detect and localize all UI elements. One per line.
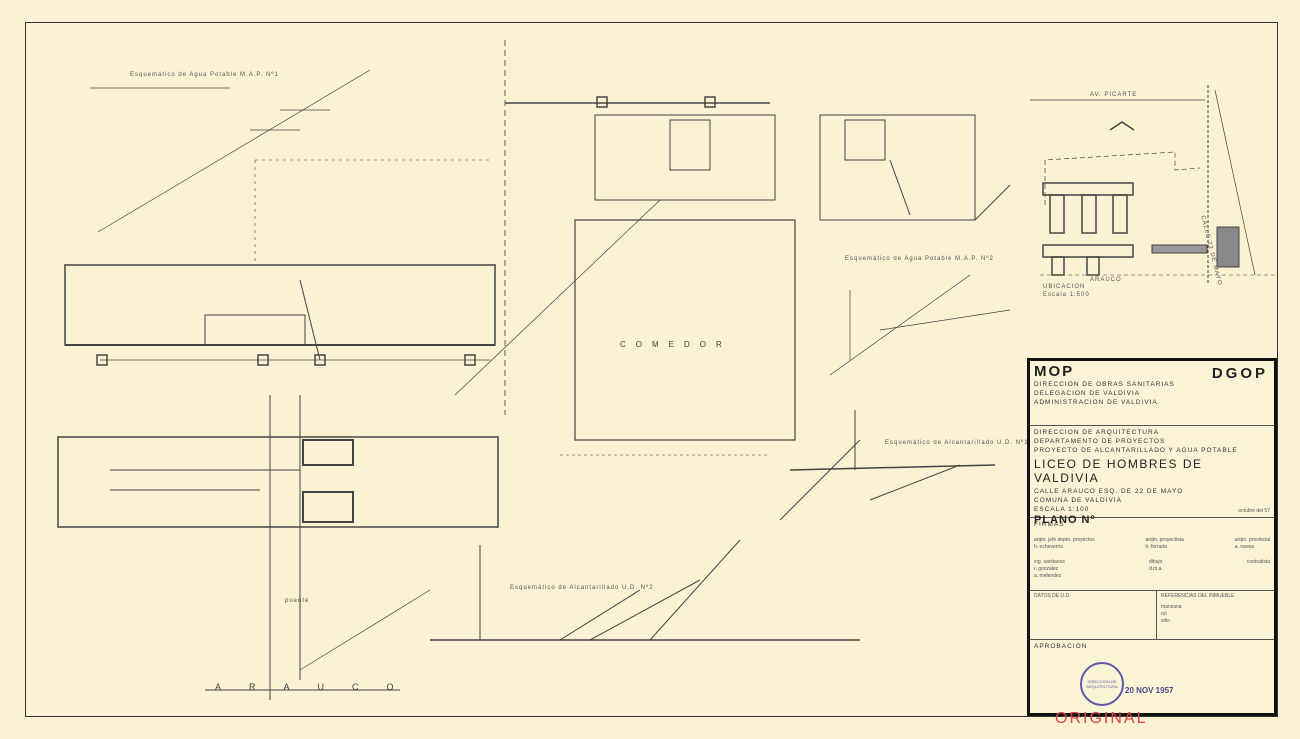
dept-line: DIRECCION DE ARQUITECTURA [1034,429,1160,436]
comedor-label: COMEDOR [620,340,732,349]
dept-line: PROYECTO DE ALCANTARILLADO Y AGUA POTABL… [1034,447,1238,454]
sign-role: contratista [1246,559,1270,565]
plano-number: PLANO Nº [1034,514,1096,526]
address-line: CALLE ARAUCO ESQ. DE 22 DE MAYO [1034,488,1184,495]
arauco-street-label: ARAUCO [215,682,422,692]
location-scale: Escala 1:500 [1043,292,1090,298]
site-plan [1030,85,1275,285]
aprobacion-label: APROBACION [1034,643,1088,650]
site-avenue-label: AV. PICARTE [1090,92,1138,98]
approval-stamp: DIRECCION DE ARQUITECTURA [1080,662,1124,706]
ref-line: rol [1161,611,1167,617]
floor-plan-left-upper [64,159,496,366]
title-block: MOP DGOP DIRECCION DE OBRAS SANITARIAS D… [1027,358,1277,727]
firmas-label: FIRMAS [1034,521,1065,528]
ref-line: manzana [1161,604,1182,610]
sign-role: arqto. proyectista [1145,537,1184,543]
sign-role: arqto. jefe depto. proyectos [1034,537,1095,543]
floor-plan-left-lower [57,395,499,700]
water-schematic-2-title: Esquemático de Agua Potable M.A.P. Nº2 [845,256,994,262]
sign-name: a. navea [1234,544,1254,550]
stamp-text: DIRECCION DE ARQUITECTURA [1086,679,1118,689]
sewer-schematic-2 [430,539,860,641]
sign-role: ing. sanitarios [1034,559,1065,565]
sewer-schematic-1-title: Esquemático de Alcantarillado U.D. Nº1 [885,440,1029,446]
approval-date: 20 NOV 1957 [1125,686,1174,695]
sign-role: arqto. provincial [1234,537,1270,543]
datos-label: DATOS DE U.D. [1034,593,1071,599]
sign-role: dibujo [1148,559,1163,565]
org-line: ADMINISTRACION DE VALDIVIA [1034,399,1158,406]
water-schematic-1-title: Esquemático de Agua Potable M.A.P. Nº1 [130,72,279,78]
sewer-schematic-1 [779,410,996,521]
dgop-label: DGOP [1211,365,1268,382]
ref-line: sitio [1161,618,1170,624]
sign-name: a. melendez [1034,573,1062,579]
mop-label: MOP [1034,363,1075,380]
sign-name: h. ferrada [1145,544,1167,550]
sign-name: h. echeverria [1034,544,1063,550]
floor-plan-right [819,114,1011,221]
sewer-schematic-2-title: Esquemático de Alcantarillado U.D. Nº2 [510,585,654,591]
org-line: DELEGACION DE VALDIVIA [1034,390,1141,397]
location-title: UBICACION [1043,284,1086,290]
org-line: DIRECCION DE OBRAS SANITARIAS [1034,381,1175,388]
drawing-frame [25,22,1278,717]
sign-name: d.m.a. [1148,566,1163,572]
water-schematic-2 [829,274,1011,376]
original-stamp: ORIGINAL [1055,710,1148,727]
sign-name: r. gonzalez [1034,566,1059,572]
plan-date: octubre del 57 [1238,508,1270,514]
address-line: ESCALA 1:100 [1034,506,1090,513]
site-street-bottom-label: ARAUCO [1090,277,1122,283]
referencias-label: REFERENCIAS DEL INMUEBLE [1161,593,1235,599]
floor-plan-center [454,40,796,456]
water-schematic-1 [90,69,371,233]
dept-line: DEPARTAMENTO DE PROYECTOS [1034,438,1166,445]
puente-label: puente [285,598,310,604]
project-title: LICEO DE HOMBRES DE VALDIVIA [1034,457,1203,485]
address-line: COMUNA DE VALDIVIA [1034,497,1122,504]
